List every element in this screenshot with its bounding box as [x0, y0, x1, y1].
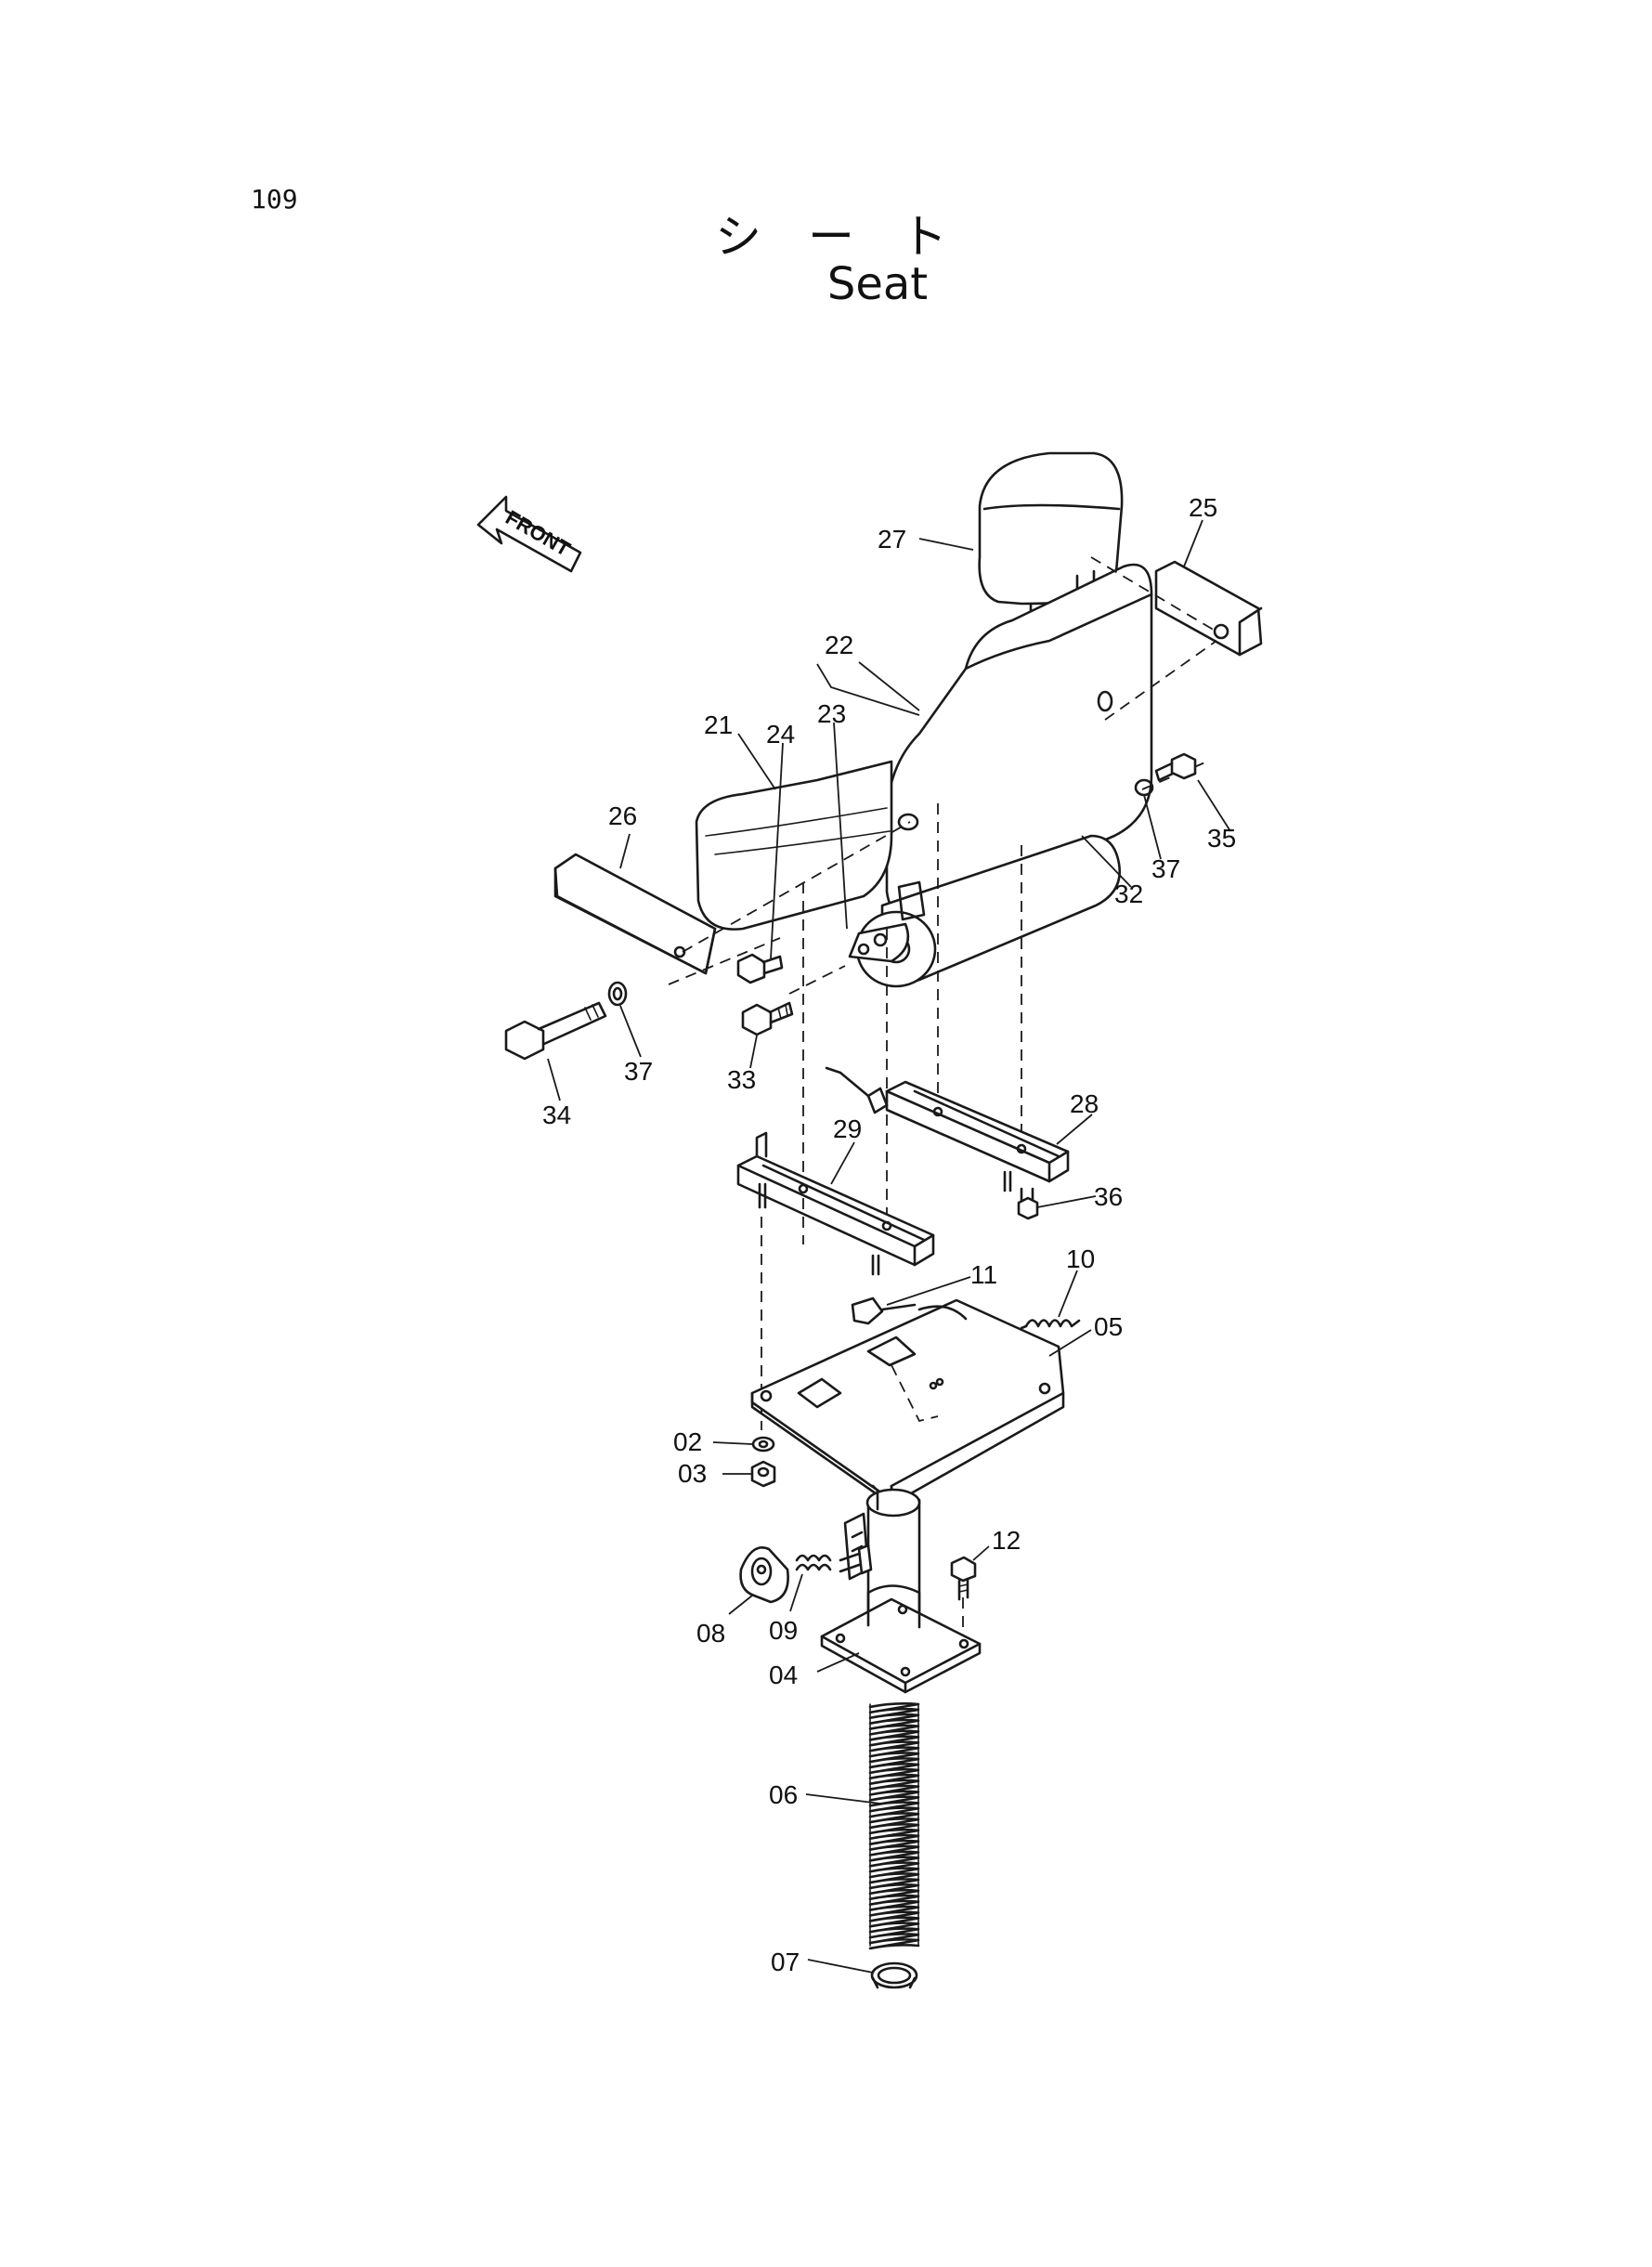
callout-36: 36 [1094, 1182, 1123, 1211]
callout-11-v: 11 [970, 1260, 997, 1289]
callout-37-left: 37 [624, 1057, 653, 1086]
callout-26: 26 [608, 801, 637, 830]
spring-09 [795, 1554, 832, 1571]
title-japanese: シ ー ト [715, 210, 947, 264]
base-plate-05 [750, 1298, 1065, 1506]
callout-02: 02 [673, 1427, 702, 1456]
callout-24: 24 [766, 720, 795, 749]
front-arrow-icon: FRONT [476, 495, 582, 573]
seat-back [885, 563, 1153, 920]
base-plate-04 [820, 1584, 982, 1694]
callout-21: 21 [704, 710, 733, 739]
title-english: Seat [826, 258, 929, 310]
callout-35: 35 [1207, 824, 1236, 853]
callout-28: 28 [1070, 1089, 1099, 1118]
armrest-right [1154, 560, 1263, 657]
lever-11 [851, 1296, 917, 1325]
callout-22: 22 [825, 631, 853, 659]
knob-bolt [839, 1544, 873, 1575]
callout-03: 03 [678, 1459, 707, 1488]
callout-10: 10 [1066, 1244, 1095, 1273]
callout-04: 04 [769, 1661, 798, 1689]
bolt-35 [1154, 752, 1197, 782]
callout-37-right: 37 [1151, 854, 1180, 883]
slide-rail-28 [825, 1066, 1070, 1192]
knob-08 [739, 1546, 789, 1604]
callout-12-v: 12 [992, 1526, 1021, 1555]
bolt-34 [504, 1001, 607, 1061]
callout-32: 32 [1114, 879, 1143, 908]
page-number: 109 [251, 184, 298, 215]
nut-03 [750, 1460, 776, 1488]
bolt-12 [950, 1556, 977, 1601]
callout-29: 29 [833, 1114, 862, 1143]
snap-ring-07 [870, 1961, 918, 1989]
bolt-33 [741, 1001, 794, 1036]
callout-08: 08 [696, 1619, 725, 1648]
callout-labels: 27 25 22 23 24 21 26 35 37 32 33 34 37 2… [542, 493, 1236, 1976]
seat-cushion [695, 760, 893, 931]
spring-10 [1020, 1319, 1081, 1330]
callout-06: 06 [769, 1780, 798, 1809]
coil-spring-path [868, 1701, 920, 1950]
washer-02 [751, 1436, 775, 1453]
bolt-24 [736, 953, 784, 984]
slide-rail-29 [736, 1131, 935, 1276]
callout-09: 09 [769, 1616, 798, 1645]
coil-spring-06 [868, 1701, 920, 1950]
callout-07: 07 [771, 1948, 800, 1976]
callout-27: 27 [878, 525, 906, 554]
callout-leaders [547, 519, 1231, 1974]
armrest-left [553, 853, 717, 975]
washer-37-left [607, 981, 628, 1007]
callout-23: 23 [817, 699, 846, 728]
callout-33: 33 [727, 1065, 756, 1094]
callout-25: 25 [1189, 493, 1217, 522]
callout-05: 05 [1094, 1312, 1123, 1341]
callout-34: 34 [542, 1101, 571, 1129]
nut-36 [1017, 1187, 1039, 1220]
seat-frame [848, 813, 1122, 988]
